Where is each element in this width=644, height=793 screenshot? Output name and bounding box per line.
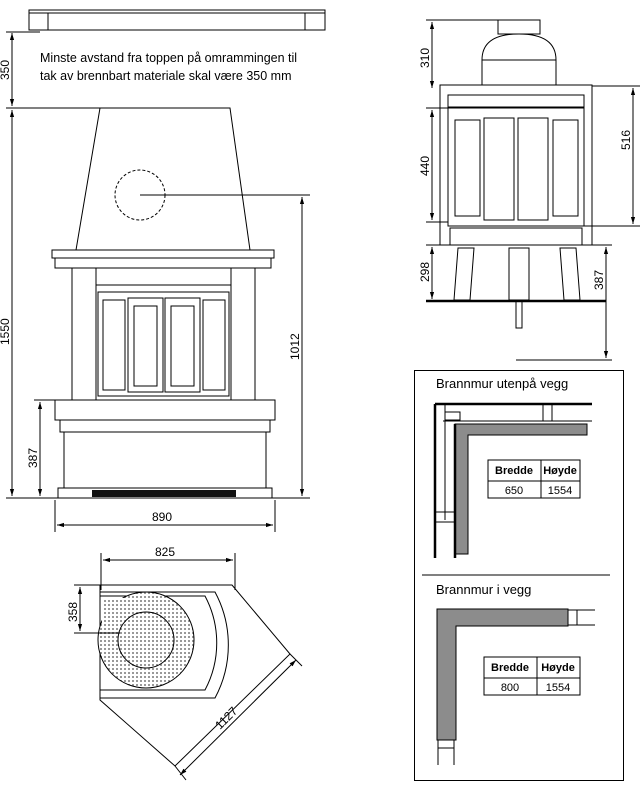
dim-ceiling-clearance: 350 bbox=[0, 60, 12, 80]
header-bredde: Bredde bbox=[495, 465, 533, 477]
firewall-panel: Brannmur utenpå vegg Bredde Høyde 650 15… bbox=[414, 370, 624, 781]
panel-title-in-wall: Brannmur i vegg bbox=[436, 582, 531, 597]
hood bbox=[51, 107, 310, 269]
base bbox=[54, 399, 276, 499]
dim-base-height: 387 bbox=[26, 448, 40, 468]
clearance-note-line1: Minste avstand fra toppen på omrammingen… bbox=[40, 51, 297, 65]
value-bredde: 650 bbox=[505, 485, 523, 497]
clearance-note-line2: tak av brennbart materiale skal være 350… bbox=[40, 69, 292, 83]
header-hoyde: Høyde bbox=[543, 465, 577, 477]
front-view: Minste avstand fra toppen på omrammingen… bbox=[0, 9, 326, 532]
value-hoyde: 1554 bbox=[546, 682, 570, 694]
panel-title-outside-wall: Brannmur utenpå vegg bbox=[436, 376, 568, 391]
dim-side-floor: 387 bbox=[592, 270, 606, 290]
header-bredde: Bredde bbox=[491, 662, 529, 674]
ceiling-beam bbox=[28, 9, 326, 31]
in-wall-table: Bredde Høyde 800 1554 bbox=[483, 656, 581, 696]
plan-view: 825 358 1127 bbox=[66, 545, 303, 781]
dim-width: 890 bbox=[152, 510, 172, 524]
dim-center-height: 1012 bbox=[288, 333, 302, 360]
dim-plan-width: 825 bbox=[155, 545, 175, 559]
header-hoyde: Høyde bbox=[541, 662, 575, 674]
dim-side-frame: 516 bbox=[619, 130, 633, 150]
dim-plan-depth: 358 bbox=[66, 602, 80, 622]
side-view: 310 440 298 516 387 bbox=[418, 19, 640, 361]
dim-total-height: 1550 bbox=[0, 318, 12, 345]
firebox-doors bbox=[97, 291, 230, 397]
dim-side-body: 440 bbox=[418, 156, 432, 176]
value-bredde: 800 bbox=[501, 682, 519, 694]
legs bbox=[426, 247, 606, 329]
dim-side-leg: 298 bbox=[418, 262, 432, 282]
outside-wall-table: Bredde Høyde 650 1554 bbox=[487, 459, 581, 499]
dim-side-top: 310 bbox=[418, 48, 432, 68]
value-hoyde: 1554 bbox=[548, 485, 572, 497]
